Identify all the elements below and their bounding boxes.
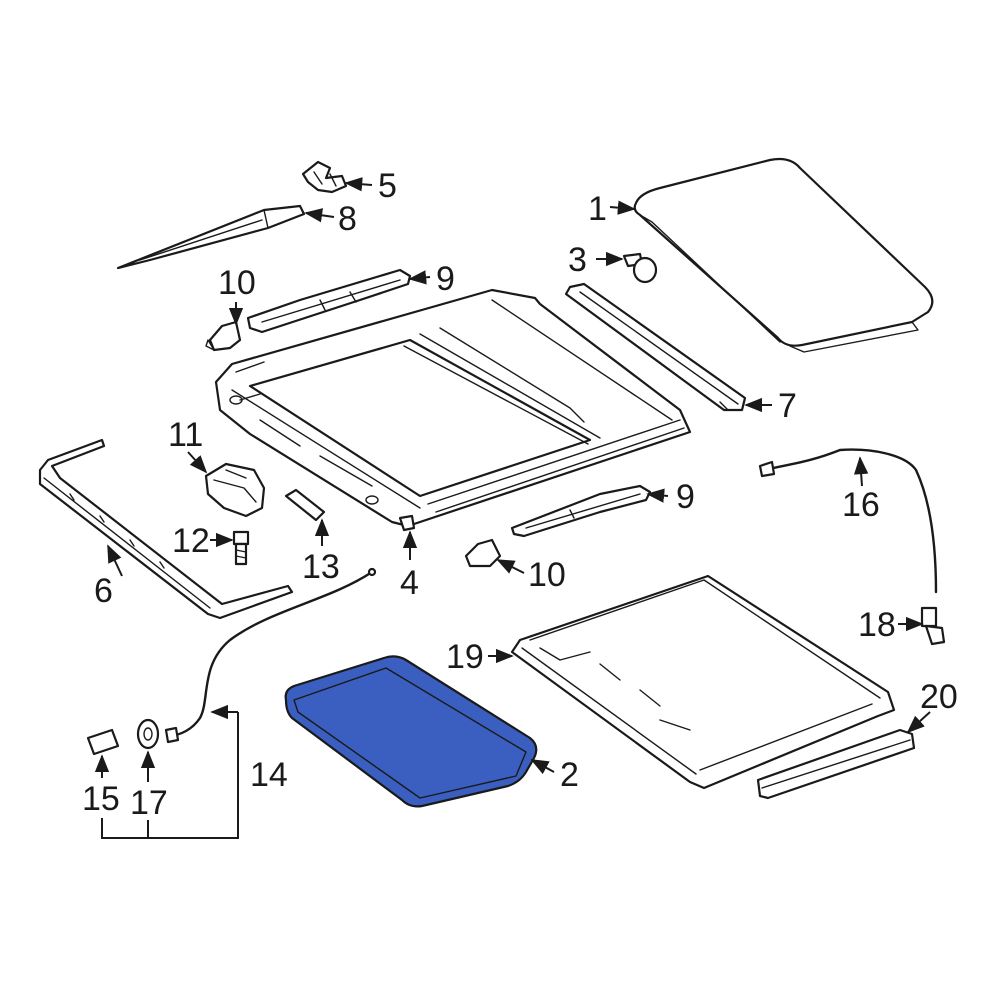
callout-6: 6 [94,572,113,610]
callout-5: 5 [378,167,397,205]
callout-7: 7 [778,387,797,425]
leader-lines [94,177,931,839]
grommet-part-17 [136,718,160,750]
bolt-part-3 [622,252,658,284]
valve-part-18 [920,606,946,646]
callout-12: 12 [172,522,210,560]
callout-18: 18 [858,606,896,644]
callout-11: 11 [168,416,203,454]
callout-labels: 1 2 3 4 5 6 7 8 9 9 10 10 11 12 13 14 15… [82,167,958,822]
callout-19: 19 [446,638,484,676]
leader-1 [609,200,636,215]
callout-13: 13 [302,548,340,586]
callout-9-upper: 9 [436,260,455,298]
guide-rail-part-9-upper [246,268,412,334]
sunshade-part-19 [510,574,896,790]
stopper-part-10-upper [205,320,242,352]
leader-9-lower [646,488,669,503]
callout-1: 1 [588,190,607,228]
callout-14: 14 [250,756,288,794]
callout-8: 8 [338,200,357,238]
callout-15: 15 [82,780,120,818]
bracket-14 [101,712,239,839]
clip-part-5 [301,160,348,194]
glass-panel-part-1 [633,157,934,353]
callout-3: 3 [568,241,587,279]
motor-part-11 [204,462,266,518]
drain-cap-part-13 [284,488,326,522]
callout-17: 17 [130,784,168,822]
rear-strip-part-6 [38,438,294,620]
leader-6 [107,544,123,577]
callout-10-upper: 10 [218,264,256,302]
leader-10-lower [496,559,525,574]
callout-10-lower: 10 [528,556,566,594]
screw-part-12 [232,530,250,566]
callout-20: 20 [920,678,958,716]
guide-rail-part-9-lower [510,484,652,538]
leader-9-upper [408,270,431,285]
leader-11 [187,451,208,474]
seal-part-2 [284,655,538,808]
cable-part-14 [164,567,377,744]
leader-20 [906,711,931,734]
trim-strip-part-20 [756,728,916,800]
callout-9-lower: 9 [676,478,695,516]
sleeve-part-15 [86,728,120,756]
leader-8 [304,208,335,223]
side-rail-part-7 [564,282,747,412]
sunroof-frame-part-4 [214,288,692,532]
callout-2: 2 [560,756,579,794]
deflector-part-8 [116,204,306,270]
leader-16 [853,456,869,487]
callout-4: 4 [400,564,419,602]
callout-16: 16 [842,486,880,524]
leader-5 [344,177,373,192]
stopper-part-10-lower [464,538,502,568]
drain-hose-part-16 [758,448,938,594]
leader-2 [530,759,555,775]
